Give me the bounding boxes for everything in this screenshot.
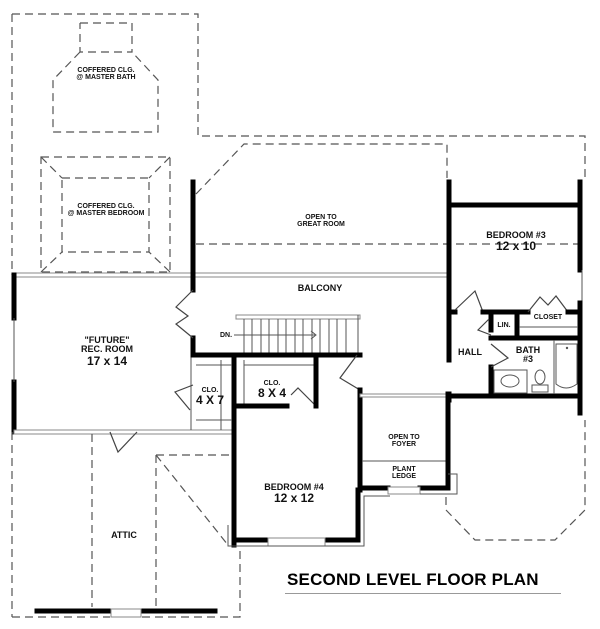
label-coffered-master-bedroom: COFFERED CLG. @ MASTER BEDROOM — [67, 203, 145, 218]
label-stairs-down: DN. — [219, 332, 233, 339]
room-bath-3: BATH #3 — [515, 345, 541, 365]
title-underline — [285, 593, 561, 594]
room-closet-8x4: CLO. 8 X 4 — [257, 380, 287, 401]
room-bedroom-3: BEDROOM #3 12 x 10 — [486, 230, 546, 254]
label-attic: ATTIC — [111, 530, 137, 540]
label-coffered-master-bath: COFFERED CLG. @ MASTER BATH — [76, 67, 136, 82]
label-open-to-great-room: OPEN TO GREAT ROOM — [297, 214, 345, 229]
label-linen: LIN. — [497, 322, 511, 329]
label-balcony: BALCONY — [297, 283, 343, 293]
room-bedroom-4: BEDROOM #4 12 x 12 — [264, 482, 324, 506]
label-closet-bedroom-3: CLOSET — [533, 314, 563, 321]
label-hall: HALL — [458, 347, 482, 357]
room-future-rec-room: "FUTURE" REC. ROOM 17 x 14 — [80, 335, 134, 368]
plan-title: SECOND LEVEL FLOOR PLAN — [287, 570, 539, 589]
room-closet-4x7: CLO. 4 X 7 — [195, 387, 225, 408]
label-plant-ledge: PLANT LEDGE — [391, 466, 417, 481]
label-open-to-foyer: OPEN TO FOYER — [388, 434, 420, 449]
roof-outline-top — [12, 13, 586, 180]
